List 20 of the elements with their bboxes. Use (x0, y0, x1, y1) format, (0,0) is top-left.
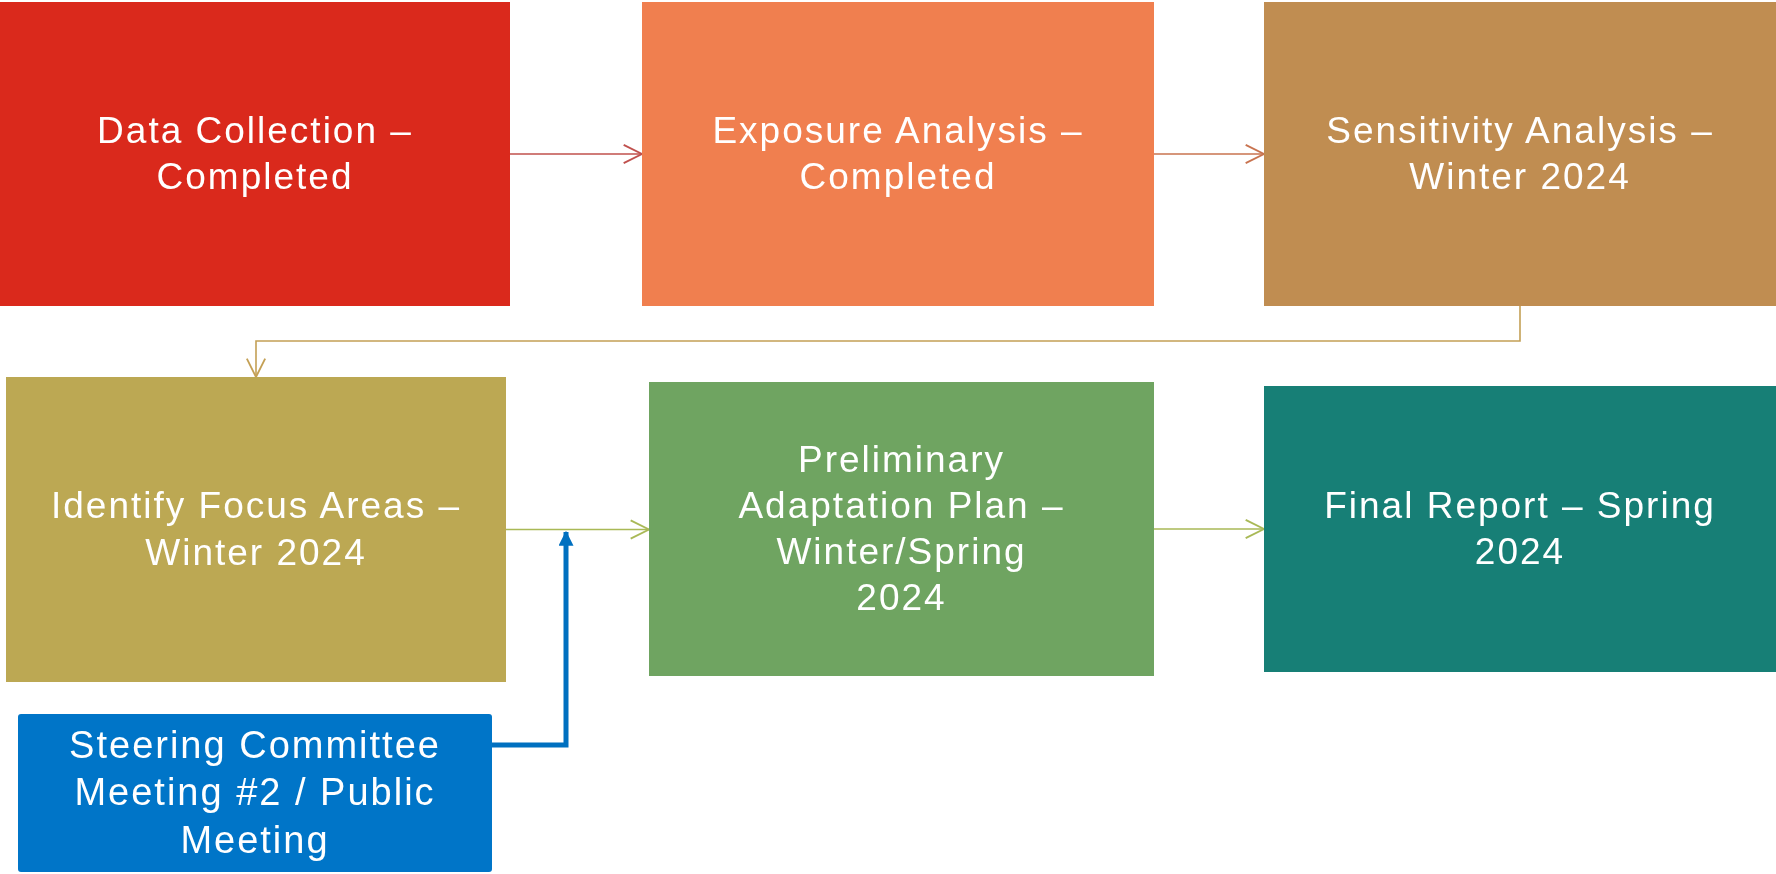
process-box (6, 377, 506, 682)
step-label: Identify Focus Areas – Winter 2024 (49, 484, 463, 575)
step-label: Steering Committee Meeting #2 / Public Meeting (68, 722, 442, 863)
step-label: Preliminary Adaptation Plan – Winter/Spring 2024 (737, 437, 1066, 621)
step-label: Data Collection – Completed (96, 108, 414, 199)
arrow (245, 305, 1521, 378)
process-box (1264, 2, 1776, 306)
arrow (1153, 143, 1265, 165)
arrow (492, 530, 574, 748)
process-box (18, 714, 492, 872)
process-box (0, 2, 510, 306)
arrow (509, 143, 643, 165)
process-box (649, 382, 1154, 676)
arrow (505, 519, 650, 540)
arrow (1153, 518, 1265, 540)
process-box (642, 2, 1154, 306)
step-label: Exposure Analysis – Completed (711, 108, 1085, 199)
process-box (1264, 386, 1776, 672)
step-label: Sensitivity Analysis – Winter 2024 (1325, 108, 1715, 199)
step-label: Final Report – Spring 2024 (1323, 483, 1717, 574)
